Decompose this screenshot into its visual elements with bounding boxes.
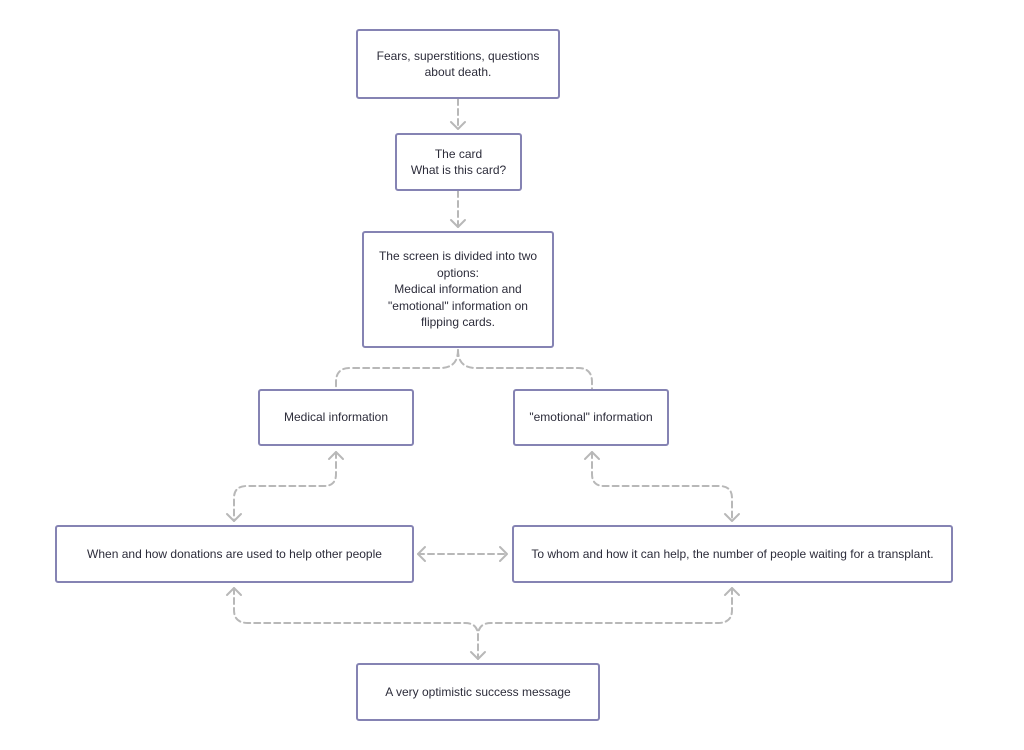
node-medical-information: Medical information	[258, 389, 414, 446]
edge-medical-to-donations	[233, 451, 337, 522]
edge-donations-to-success	[233, 587, 479, 660]
arrowhead-card-top	[450, 121, 466, 130]
arrowhead-whom-bottom	[724, 587, 740, 596]
arrowhead-emotional-bottom	[584, 451, 600, 460]
node-card-line-2: What is this card?	[410, 163, 507, 177]
node-card: The card What is this card?	[395, 133, 522, 191]
node-medical-information-label: Medical information	[283, 410, 389, 425]
node-whom: To whom and how it can help, the number …	[512, 525, 953, 583]
node-screen-line-1: The screen is divided into two	[378, 249, 538, 264]
arrowhead-screen-top	[450, 219, 466, 228]
node-fears-line-2: about death.	[424, 65, 492, 79]
node-screen-line-2: options:	[436, 265, 480, 280]
node-screen-line-3: Medical information and	[394, 282, 522, 297]
node-whom-label: To whom and how it can help, the number …	[531, 546, 934, 561]
node-donations: When and how donations are used to help …	[55, 525, 414, 583]
edge-screen-to-emotional	[457, 349, 593, 390]
node-screen: The screen is divided into two options: …	[362, 231, 554, 348]
arrowhead-success-top	[470, 651, 486, 660]
arrowhead-donations-right	[417, 546, 426, 562]
node-emotional-information-label: "emotional" information	[529, 410, 653, 425]
node-emotional-information: "emotional" information	[513, 389, 669, 446]
edge-whom-to-success	[477, 587, 733, 637]
arrowhead-medical-bottom	[328, 451, 344, 460]
node-success-message-label: A very optimistic success message	[385, 684, 571, 699]
arrowhead-donations-bottom	[226, 587, 242, 596]
arrowhead-donations-top	[226, 513, 242, 522]
arrowhead-whom-left	[499, 546, 508, 562]
node-donations-label: When and how donations are used to help …	[87, 546, 382, 561]
node-fears: Fears, superstitions, questions about de…	[356, 29, 560, 99]
node-card-line-1: The card	[434, 146, 483, 161]
arrowhead-whom-top	[724, 513, 740, 522]
edge-screen-to-medical	[335, 349, 459, 390]
node-fears-line-1: Fears, superstitions, questions	[376, 48, 540, 63]
edge-emotional-to-whom	[591, 451, 733, 522]
node-success-message: A very optimistic success message	[356, 663, 600, 721]
node-screen-line-4: "emotional" information on	[388, 298, 528, 313]
node-screen-line-5: flipping cards.	[420, 315, 496, 330]
